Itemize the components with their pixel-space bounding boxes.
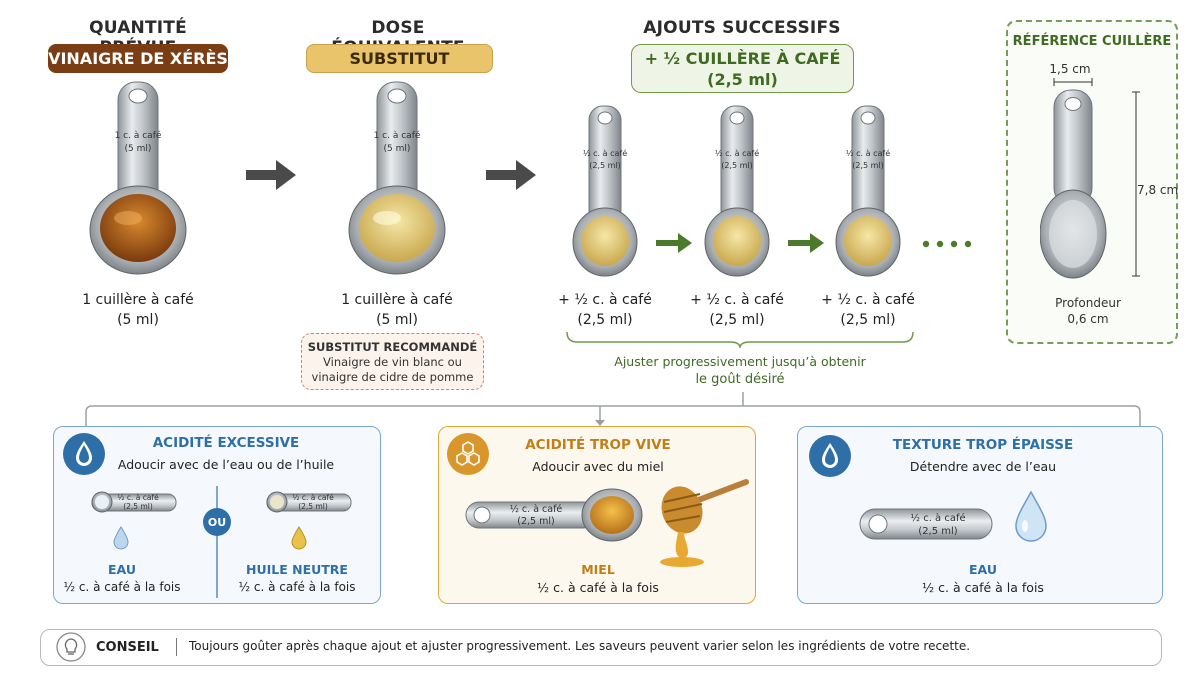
reference-title: RÉFÉRENCE CUILLÈRE [1012, 34, 1172, 49]
problem-subtitle: Adoucir avec du miel [532, 459, 664, 474]
tip-bar [40, 629, 1162, 666]
reference-spoon-icon [1040, 78, 1140, 279]
spoon-engraving: (2,5 ml) [298, 502, 328, 511]
tip-divider [176, 638, 177, 656]
reference-width: 1,5 cm [1049, 62, 1091, 76]
arrow-right-icon [486, 160, 536, 190]
water-dose: ½ c. à café à la fois [63, 580, 181, 594]
water-drop-icon [809, 435, 851, 477]
connector-lines [85, 392, 1141, 426]
reference-length: 7,8 cm [1137, 183, 1179, 197]
reference-depth-value: 0,6 cm [1067, 312, 1109, 326]
water-label: EAU [969, 562, 997, 577]
arrow-right-icon [656, 233, 692, 253]
spoon-engraving: (2,5 ml) [852, 161, 884, 170]
problem-subtitle: Détendre avec de l’eau [909, 459, 1057, 474]
tip-text: Toujours goûter après chaque ajout et aj… [189, 639, 971, 653]
lightbulb-icon [56, 632, 86, 662]
water-label: EAU [108, 562, 136, 577]
spoon-engraving: ½ c. à café [715, 148, 759, 158]
spoon-engraving: ½ c. à café [292, 493, 334, 502]
spoon-engraving: (2,5 ml) [589, 161, 621, 170]
spoon-engraving: ½ c. à café [846, 148, 890, 158]
water-drop-icon [113, 526, 129, 550]
spoon-engraving: ½ c. à café [583, 148, 627, 158]
or-badge: OU [203, 508, 231, 536]
equivalent-caption-1: 1 cuillère à café [341, 292, 453, 308]
equivalent-caption-2: (5 ml) [376, 312, 418, 328]
measuring-spoon-icon: ½ c. à café (2,5 ml) [859, 508, 993, 540]
recommended-substitute-box: SUBSTITUT RECOMMANDÉ Vinaigre de vin bla… [301, 333, 484, 390]
recommended-title: SUBSTITUT RECOMMANDÉ [307, 340, 478, 354]
half-spoon-pill-line: (2,5 ml) [707, 70, 778, 89]
tip-label: CONSEIL [96, 640, 159, 655]
grouping-bracket [566, 331, 914, 349]
half-spoon-pill: + ½ CUILLÈRE À CAFÉ (2,5 ml) [631, 44, 854, 93]
measuring-spoon-icon: ½ c. à café (2,5 ml) [572, 105, 638, 277]
add-caption-2: (2,5 ml) [840, 312, 896, 328]
half-spoon-pill-line: + ½ CUILLÈRE À CAFÉ [644, 49, 841, 68]
neutral-oil-label: HUILE NEUTRE [246, 562, 348, 577]
honey-dose: ½ c. à café à la fois [537, 580, 659, 595]
water-drop-icon [1015, 490, 1047, 542]
arrow-right-icon [246, 160, 296, 190]
spoon-engraving: ½ c. à café [510, 504, 563, 515]
spoon-engraving: ½ c. à café [117, 493, 159, 502]
problem-title: ACIDITÉ EXCESSIVE [152, 435, 300, 451]
problem-title: TEXTURE TROP ÉPAISSE [892, 437, 1074, 453]
recommended-line: vinaigre de cidre de pomme [311, 370, 474, 384]
neutral-oil-dose: ½ c. à café à la fois [238, 580, 356, 594]
water-dose: ½ c. à café à la fois [922, 580, 1044, 595]
spoon-engraving: (2,5 ml) [517, 516, 554, 527]
spoon-engraving: (2,5 ml) [918, 526, 958, 537]
continuation-dots [922, 240, 972, 248]
measuring-spoon-icon: ½ c. à café (2,5 ml) [91, 491, 177, 513]
water-drop-icon [63, 433, 105, 475]
successive-title: AJOUTS SUCCESSIFS [643, 18, 841, 38]
add-caption-2: (2,5 ml) [577, 312, 633, 328]
add-caption-2: (2,5 ml) [709, 312, 765, 328]
adjust-text: le goût désiré [695, 372, 785, 387]
or-divider [216, 486, 218, 598]
measuring-spoon-icon: ½ c. à café (2,5 ml) [465, 488, 643, 542]
honey-label: MIEL [581, 562, 615, 577]
substitute-pill: SUBSTITUT [306, 44, 493, 73]
arrow-right-icon [788, 233, 824, 253]
honeycomb-icon [447, 433, 489, 475]
spoon-engraving: (2,5 ml) [123, 502, 153, 511]
add-caption-1: + ½ c. à café [690, 292, 784, 308]
measuring-spoon-icon: 1 c. à café (5 ml) [89, 81, 187, 275]
add-caption-1: + ½ c. à café [821, 292, 915, 308]
measuring-spoon-icon: ½ c. à café (2,5 ml) [266, 491, 352, 513]
spoon-engraving: 1 c. à café [115, 130, 162, 141]
spoon-engraving: (5 ml) [125, 144, 152, 154]
planned-caption-1: 1 cuillère à café [82, 292, 194, 308]
spoon-engraving: (2,5 ml) [721, 161, 753, 170]
spoon-engraving: ½ c. à café [910, 512, 965, 524]
spoon-engraving: (5 ml) [384, 144, 411, 154]
add-caption-1: + ½ c. à café [558, 292, 652, 308]
honey-dipper-icon [660, 479, 749, 567]
spoon-engraving: 1 c. à café [374, 130, 421, 141]
oil-drop-icon [291, 526, 307, 550]
sherry-vinegar-pill: VINAIGRE DE XÉRÈS [48, 44, 228, 73]
recommended-line: Vinaigre de vin blanc ou [323, 355, 462, 369]
problem-subtitle: Adoucir avec de l’eau ou de l’huile [117, 457, 335, 472]
measuring-spoon-icon: 1 c. à café (5 ml) [348, 81, 446, 275]
planned-caption-2: (5 ml) [117, 312, 159, 328]
reference-depth-label: Profondeur [1055, 296, 1121, 310]
measuring-spoon-icon: ½ c. à café (2,5 ml) [835, 105, 901, 277]
problem-title: ACIDITÉ TROP VIVE [525, 437, 671, 453]
adjust-text: Ajuster progressivement jusqu’à obtenir [614, 354, 866, 369]
measuring-spoon-icon: ½ c. à café (2,5 ml) [704, 105, 770, 277]
